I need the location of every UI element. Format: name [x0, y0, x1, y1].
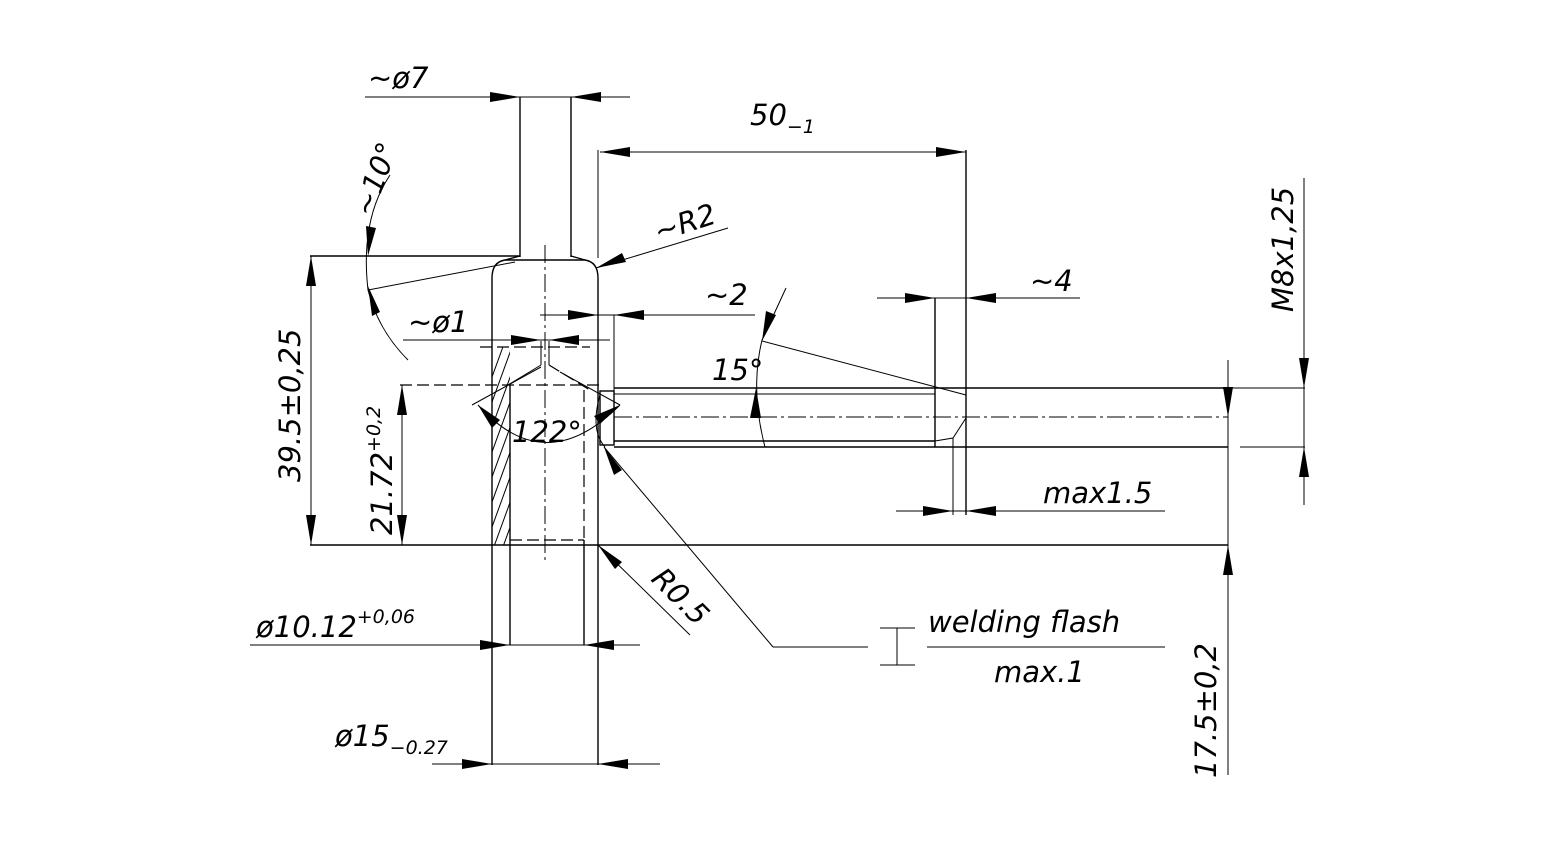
- dim-height-39-label: 39.5±0,25: [273, 329, 307, 482]
- dim-len-4: ~4: [877, 264, 1080, 303]
- weld-callout: welding flash max.1: [603, 446, 1165, 689]
- dim-dia-10-tol: +0,06: [357, 606, 415, 628]
- dim-dia-pin-label: ~ø7: [368, 61, 429, 95]
- dim-thread-label: M8x1,25: [1266, 187, 1300, 312]
- dim-angle-122: 122°: [471, 366, 621, 449]
- dim-dia-pin: ~ø7: [365, 61, 630, 102]
- dim-dia-15-tol: −0.27: [390, 737, 448, 759]
- dim-len-2: ~2: [540, 278, 755, 391]
- dim-length-50: 50−1: [597, 98, 966, 258]
- weld-note-bottom: max.1: [994, 655, 1085, 689]
- dim-height-17: 17.5±0,2: [1189, 387, 1233, 778]
- dim-len-4-label: ~4: [1030, 264, 1073, 298]
- dim-angle-15: 15°: [712, 287, 967, 448]
- dim-dia-15-label: ø15: [334, 719, 390, 753]
- dim-length-50-label: 50: [750, 98, 787, 132]
- dim-radius-r2: ~R2: [595, 197, 729, 269]
- dim-height-21: 21.72+0,2: [363, 385, 407, 545]
- svg-text:21.72+0,2: 21.72+0,2: [363, 406, 399, 535]
- dim-height-21-tol: +0,2: [363, 406, 385, 452]
- svg-text:ø10.12+0,06: ø10.12+0,06: [255, 606, 415, 644]
- dim-len-2-label: ~2: [705, 278, 748, 312]
- head-body: [310, 97, 1228, 765]
- dim-thread: M8x1,25: [1266, 178, 1309, 505]
- dim-height-17-label: 17.5±0,2: [1189, 643, 1223, 778]
- dim-dia-10-label: ø10.12: [255, 610, 357, 644]
- dim-angle-10-label: ~10°: [347, 138, 405, 221]
- dim-height-39: 39.5±0,25: [273, 256, 316, 545]
- dim-height-21-label: 21.72: [365, 452, 399, 535]
- dim-angle-15-label: 15°: [712, 353, 763, 387]
- svg-text:ø15−0.27: ø15−0.27: [334, 719, 448, 759]
- dim-dia-15: ø15−0.27: [334, 719, 660, 769]
- svg-text:50−1: 50−1: [750, 98, 815, 138]
- dim-max-15-label: max1.5: [1043, 476, 1152, 510]
- dim-dia-10: ø10.12+0,06: [250, 606, 640, 650]
- threaded-stud: [599, 150, 1305, 775]
- dim-max-15: max1.5: [896, 476, 1165, 516]
- dim-length-50-tol: −1: [787, 116, 815, 138]
- weld-note-top: welding flash: [928, 605, 1120, 639]
- dim-radius-r05-label: R0.5: [645, 561, 716, 632]
- dim-angle-122-label: 122°: [512, 415, 582, 449]
- dim-dia-hole-label: ~ø1: [408, 305, 469, 339]
- dim-dia-hole: ~ø1: [403, 305, 610, 345]
